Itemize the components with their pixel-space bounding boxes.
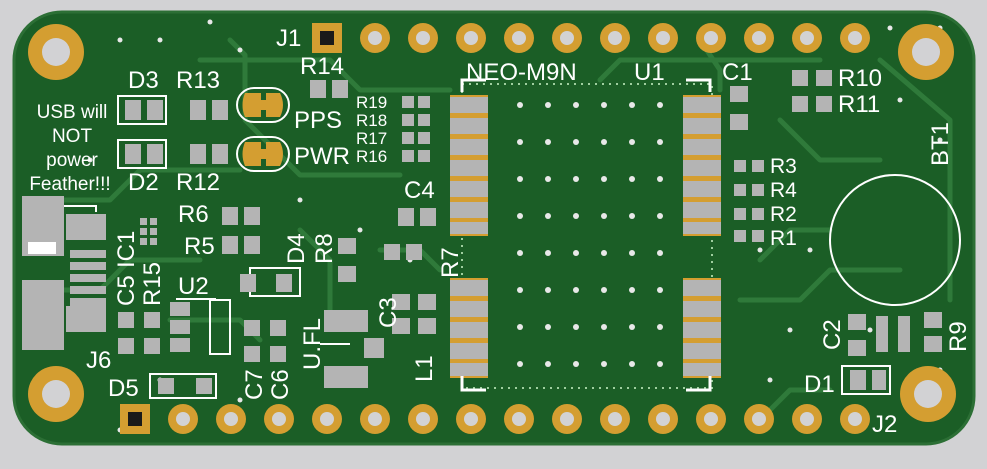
label-d3: D3	[128, 67, 159, 94]
label-j2: J2	[872, 411, 897, 438]
resistors-r16-r19	[402, 96, 430, 162]
capacitor-c3	[392, 294, 410, 334]
label-neo-m9n: NEO-M9N	[466, 59, 577, 86]
label-r3: R3	[770, 155, 797, 178]
label-c2: C2	[819, 319, 846, 350]
resistor-r12	[190, 144, 228, 164]
label-r2: R2	[770, 203, 797, 226]
resistor-r5	[222, 236, 260, 254]
label-r17: R17	[356, 129, 387, 148]
label-u2: U2	[178, 273, 209, 300]
u1-outline	[460, 78, 712, 392]
resistors-r1-r4	[734, 160, 764, 242]
label-c5: C5	[113, 275, 140, 306]
label-r8: R8	[311, 233, 338, 264]
label-d5: D5	[108, 375, 139, 402]
label-r1: R1	[770, 227, 797, 250]
capacitor-c5	[118, 312, 134, 354]
label-d1: D1	[804, 371, 835, 398]
label-j6: J6	[86, 347, 111, 374]
mounting-holes	[28, 24, 956, 422]
resistor-r7	[384, 244, 422, 260]
usb-connector-j6	[22, 196, 106, 350]
label-r7: R7	[437, 247, 464, 278]
header-j1-pins	[312, 23, 870, 53]
usb-note-line-1: USB will	[37, 102, 108, 123]
ufl-connector	[320, 310, 384, 388]
label-r9: R9	[945, 321, 972, 352]
regulator-u2	[170, 298, 231, 355]
fet-component	[876, 316, 910, 352]
resistor-r13	[190, 100, 228, 120]
label-r19: R19	[356, 93, 387, 112]
label-r13: R13	[176, 67, 220, 94]
capacitor-c7	[244, 320, 260, 362]
usb-note-line-2: NOT	[52, 126, 93, 147]
label-pps: PPS	[294, 107, 342, 134]
resistor-r14	[310, 80, 348, 98]
resistor-r8	[338, 238, 356, 282]
usb-note-line-3: power	[46, 150, 98, 171]
label-ufl: U.FL	[299, 318, 326, 370]
capacitor-c4	[398, 208, 436, 226]
label-ic1: IC1	[113, 231, 140, 268]
label-j1: J1	[276, 25, 301, 52]
label-c7: C7	[241, 369, 268, 400]
resistor-r9	[924, 312, 942, 352]
led-d2	[117, 139, 167, 169]
label-r6: R6	[178, 201, 209, 228]
diode-d5	[149, 373, 217, 399]
diode-d1	[841, 365, 891, 395]
label-r4: R4	[770, 179, 797, 202]
resistor-r10	[792, 70, 832, 86]
label-r18: R18	[356, 111, 387, 130]
label-d4: D4	[283, 233, 310, 264]
battery-bt1	[829, 174, 961, 306]
resistor-r11	[792, 96, 832, 112]
label-l1: L1	[411, 355, 438, 382]
resistor-r6	[222, 207, 260, 225]
label-r12: R12	[176, 169, 220, 196]
diode-d4	[240, 267, 301, 297]
label-c3: C3	[375, 297, 402, 328]
label-c1: C1	[722, 59, 753, 86]
jumper-pwr	[236, 136, 290, 172]
u1-module-pads	[450, 95, 721, 378]
capacitor-c1	[730, 86, 748, 130]
resistor-r15	[144, 312, 160, 354]
ic1-chip	[140, 218, 157, 245]
label-r10: R10	[838, 65, 882, 92]
usb-note-line-4: Feather!!!	[29, 174, 110, 195]
label-r14: R14	[300, 53, 344, 80]
label-c4: C4	[404, 177, 435, 204]
usb-warning-note: USB will NOT power Feather!!!	[29, 102, 110, 195]
label-r16: R16	[356, 147, 387, 166]
header-j2-pins	[120, 404, 870, 434]
label-c6: C6	[267, 369, 294, 400]
capacitor-c2	[848, 314, 866, 356]
label-pwr: PWR	[294, 143, 350, 170]
label-u1: U1	[634, 59, 665, 86]
inductor-l1	[418, 294, 436, 334]
label-d2: D2	[128, 169, 159, 196]
label-bt1: BT1	[927, 122, 954, 166]
jumper-pps	[236, 87, 290, 123]
u1-keepout	[461, 83, 713, 389]
label-r15: R15	[139, 262, 166, 306]
label-r5: R5	[184, 233, 215, 260]
led-d3	[117, 95, 167, 125]
label-r11: R11	[838, 91, 880, 118]
capacitor-c6	[270, 320, 286, 362]
